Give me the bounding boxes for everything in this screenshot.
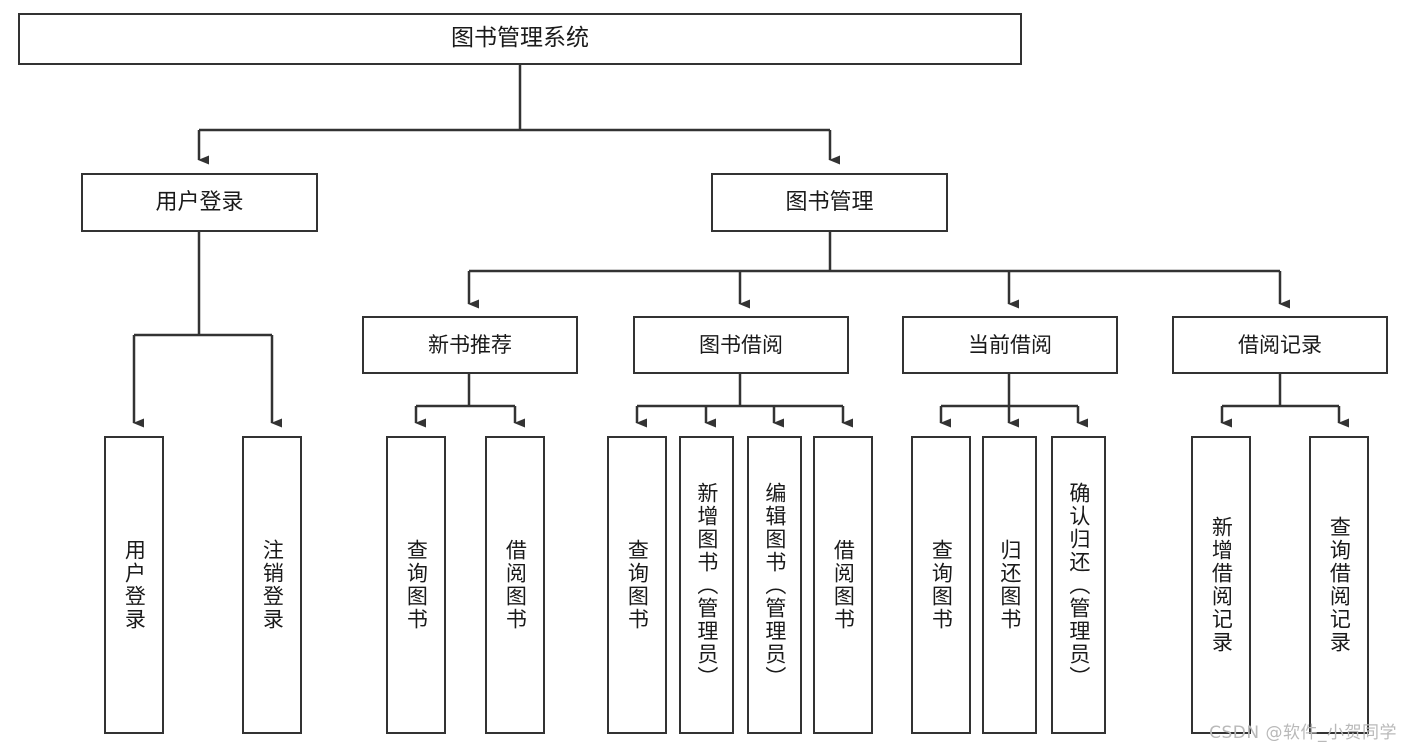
leaf-logout-label: 注销登录 [260,539,285,631]
node-book-management[interactable]: 图书管理 [711,173,948,232]
leaf-edit-book-admin[interactable]: 编辑图书（管理员） [747,436,802,734]
node-current-borrow-label: 当前借阅 [968,332,1052,357]
leaf-query-borrow-record[interactable]: 查询借阅记录 [1309,436,1369,734]
leaf-newbook-borrow-book[interactable]: 借阅图书 [485,436,545,734]
node-book-borrow-label: 图书借阅 [699,332,783,357]
leaf-add-borrow-record[interactable]: 新增借阅记录 [1191,436,1251,734]
leaf-borrow-book-label: 借阅图书 [831,539,856,631]
node-root-label: 图书管理系统 [451,25,589,52]
leaf-add-book-admin-label: 新增图书（管理员） [694,481,719,689]
leaf-return-book[interactable]: 归还图书 [982,436,1037,734]
leaf-confirm-return-admin-label: 确认归还（管理员） [1066,481,1091,689]
node-borrow-record-label: 借阅记录 [1238,332,1322,357]
node-new-book-recommend-label: 新书推荐 [428,332,512,357]
node-book-borrow[interactable]: 图书借阅 [633,316,849,374]
leaf-confirm-return-admin[interactable]: 确认归还（管理员） [1051,436,1106,734]
leaf-user-login-label: 用户登录 [122,539,147,631]
csdn-watermark: CSDN @软件_小贺同学 [1209,723,1397,743]
leaf-return-book-label: 归还图书 [997,539,1022,631]
leaf-current-query-book-label: 查询图书 [929,539,954,631]
node-new-book-recommend[interactable]: 新书推荐 [362,316,578,374]
node-current-borrow[interactable]: 当前借阅 [902,316,1118,374]
leaf-user-login[interactable]: 用户登录 [104,436,164,734]
leaf-borrow-query-book[interactable]: 查询图书 [607,436,667,734]
leaf-newbook-query-book-label: 查询图书 [404,539,429,631]
node-user-login[interactable]: 用户登录 [81,173,318,232]
leaf-add-book-admin[interactable]: 新增图书（管理员） [679,436,734,734]
node-root[interactable]: 图书管理系统 [18,13,1022,65]
leaf-borrow-book[interactable]: 借阅图书 [813,436,873,734]
node-user-login-label: 用户登录 [155,189,244,215]
leaf-edit-book-admin-label: 编辑图书（管理员） [762,481,787,689]
leaf-logout[interactable]: 注销登录 [242,436,302,734]
leaf-borrow-query-book-label: 查询图书 [625,539,650,631]
node-borrow-record[interactable]: 借阅记录 [1172,316,1388,374]
leaf-add-borrow-record-label: 新增借阅记录 [1209,516,1234,654]
leaf-newbook-borrow-book-label: 借阅图书 [503,539,528,631]
node-book-management-label: 图书管理 [785,189,874,215]
leaf-newbook-query-book[interactable]: 查询图书 [386,436,446,734]
leaf-current-query-book[interactable]: 查询图书 [911,436,971,734]
leaf-query-borrow-record-label: 查询借阅记录 [1327,516,1352,654]
